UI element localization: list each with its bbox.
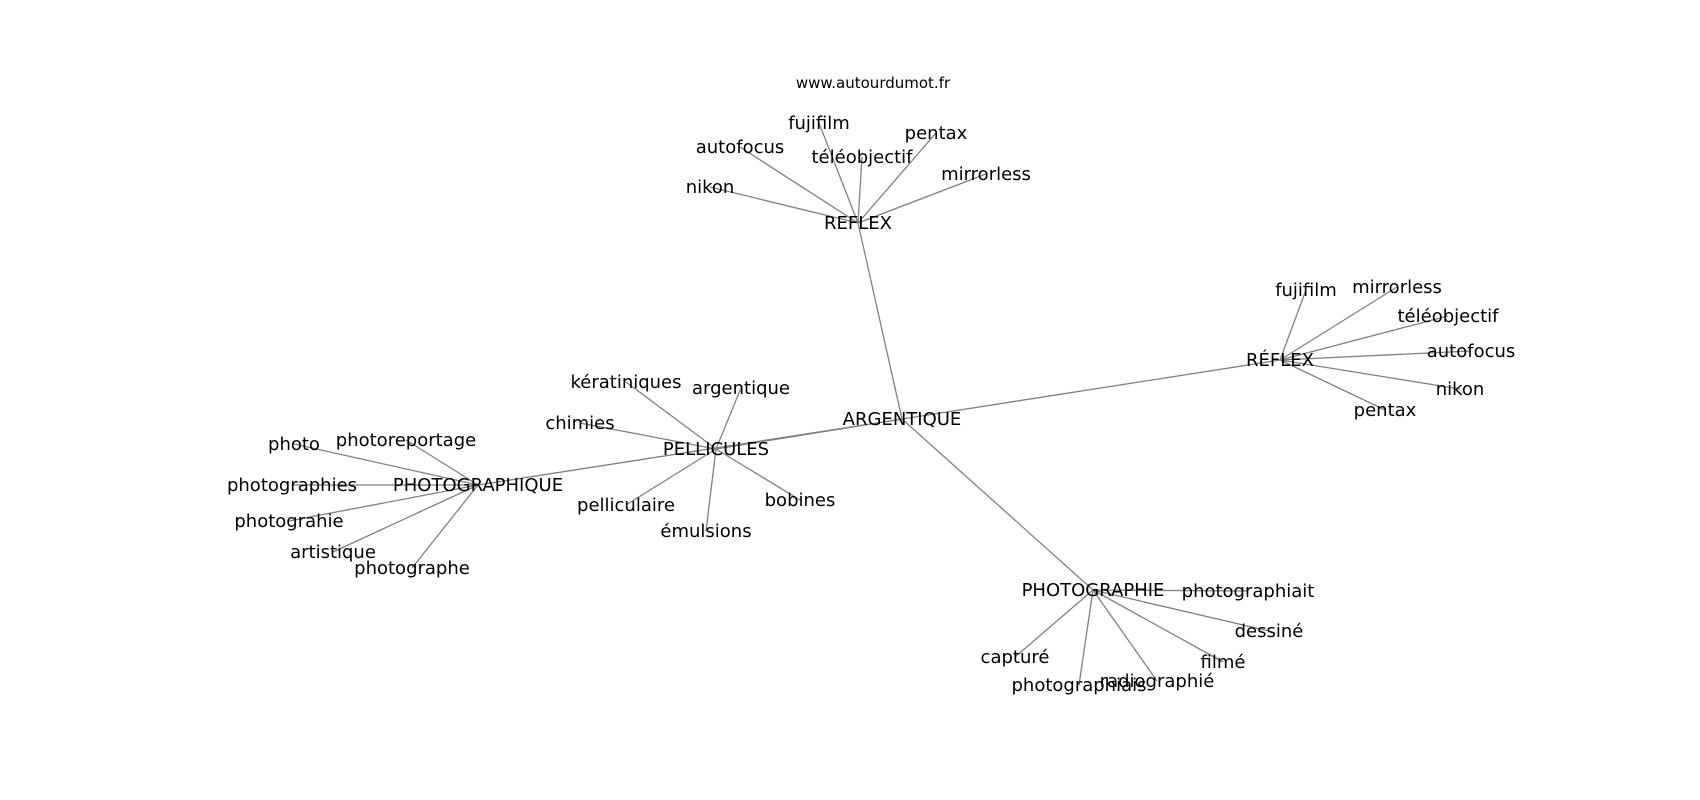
site-url: www.autourdumot.fr [796,74,951,92]
leaf-node: téléobjectif [1397,306,1499,327]
edge-photographique-leaf [332,484,479,553]
leaf-node: pentax [1354,400,1417,421]
edge-reflex-leaf [709,186,859,224]
edge-pellicules-leaf [625,381,717,450]
leaf-node: nikon [686,177,735,198]
leaf-node: photograhie [234,511,343,532]
leaf-node: pentax [905,123,968,144]
leaf-node: émulsions [660,521,751,542]
edge-reflex-leaf [818,122,859,224]
edge-center-photographique [477,418,903,486]
hub-node-photographie: PHOTOGRAPHIE [1022,580,1165,601]
hub-node-photographique: PHOTOGRAPHIQUE [393,475,563,496]
edge-photographie-leaf [1014,589,1094,658]
hub-node-reflex: REFLEX [824,213,892,234]
leaf-node: capturé [981,647,1050,668]
edge-reflex-accent-leaf [1279,359,1461,390]
edge-reflex-leaf [857,156,863,224]
leaf-node: dessiné [1235,621,1304,642]
leaf-node: fujifilm [788,113,850,134]
leaf-node: mirrorless [941,164,1031,185]
leaf-node: photo [268,434,320,455]
leaf-node: photoreportage [336,430,476,451]
leaf-node: filmé [1201,652,1246,673]
leaf-node: autofocus [696,137,785,158]
edge-photographie-leaf [1092,589,1224,663]
leaf-node: photographies [227,475,357,496]
labels-layer: ARGENTIQUEREFLEXnikonautofocusfujifilmté… [227,113,1515,696]
leaf-node: artistique [290,542,376,563]
edge-reflex-leaf [739,146,859,224]
edge-center-reflex [857,222,903,420]
edge-photographique-leaf [293,443,479,486]
hub-node-reflex-accent: RÉFLEX [1246,349,1314,371]
edges-layer [288,122,1472,686]
leaf-node: radiographié [1100,671,1215,692]
leaf-node: fujifilm [1275,280,1337,301]
leaf-node: autofocus [1427,341,1516,362]
edge-photographie-leaf [1092,589,1249,592]
edge-photographique-leaf [405,439,479,486]
edge-photographie-leaf [1092,589,1270,632]
leaf-node: mirrorless [1352,277,1442,298]
edge-reflex-accent-leaf [1279,286,1398,361]
leaf-node: photographiais [1011,675,1146,696]
edge-photographie-leaf [1092,589,1158,682]
leaf-node: nikon [1436,379,1485,400]
edge-reflex-accent-leaf [1279,359,1386,411]
edge-pellicules-leaf [715,448,801,501]
edge-reflex-accent-leaf [1279,289,1307,361]
edge-pellicules-leaf [625,448,717,506]
edge-photographique-leaf [288,484,479,522]
edge-center-reflex-accent [901,359,1281,420]
leaf-node: photographe [354,558,470,579]
edge-pellicules-leaf [705,448,717,532]
leaf-node: kératiniques [570,372,681,393]
leaf-node: pelliculaire [577,495,675,516]
edge-reflex-leaf [857,132,937,224]
edge-pellicules-leaf [579,422,717,450]
leaf-node: argentique [692,378,790,399]
edge-photographique-leaf [411,484,479,569]
edge-photographie-leaf [1078,589,1094,686]
leaf-node: téléobjectif [811,147,913,168]
leaf-node: chimies [545,413,614,434]
leaf-node: photographiait [1182,581,1315,602]
edge-reflex-accent-leaf [1279,350,1472,361]
edge-pellicules-leaf [715,387,742,450]
edge-reflex-leaf [857,173,987,224]
edge-reflex-accent-leaf [1279,315,1449,361]
edge-center-photographie [901,418,1094,591]
center-node: ARGENTIQUE [843,409,962,430]
hub-node-pellicules: PELLICULES [663,439,769,460]
leaf-node: bobines [765,490,836,511]
